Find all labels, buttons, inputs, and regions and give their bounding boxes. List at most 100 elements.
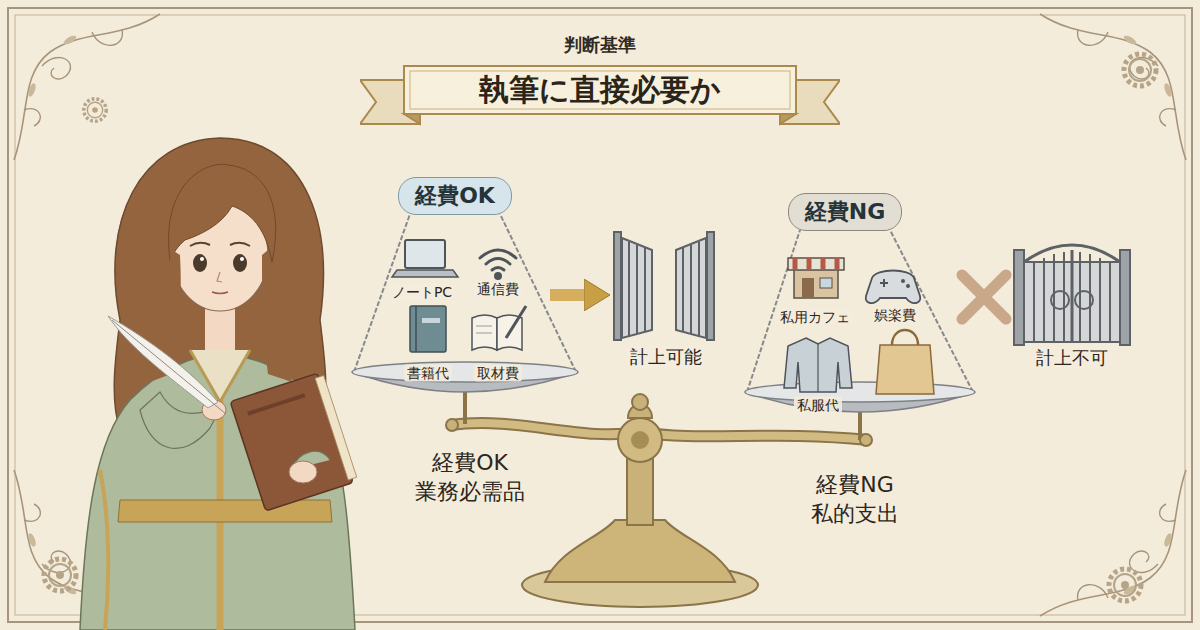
- game-controller-icon: [866, 271, 921, 304]
- category-caption: 経費OK 業務必需品: [390, 449, 550, 506]
- game-controller-icon: [880, 279, 888, 287]
- closed-gate: [1120, 250, 1130, 345]
- wifi-icon: [480, 250, 516, 258]
- wifi-icon: [480, 250, 516, 279]
- balance-scale: [545, 520, 735, 582]
- ornate-frame: [44, 559, 76, 591]
- laptop-icon: [405, 240, 445, 268]
- title-banner: 執筆に直接必要か: [360, 64, 840, 126]
- open-gate: [614, 232, 621, 340]
- girl-figure: [80, 138, 358, 630]
- cross-mark: [962, 275, 1006, 319]
- gate-node: 計上可能: [610, 225, 722, 375]
- cafe-icon: [802, 278, 814, 298]
- girl-figure: [118, 500, 332, 522]
- girl-figure: [262, 250, 292, 382]
- jacket-icon: [817, 344, 818, 392]
- cafe-icon: [820, 278, 832, 288]
- item-label: 計上可能: [627, 346, 705, 368]
- balance-scale: [463, 388, 467, 424]
- girl-figure: [289, 461, 317, 483]
- scale-pan: [352, 362, 578, 382]
- wifi-icon: [496, 274, 501, 279]
- cafe-icon: [795, 258, 837, 270]
- girl-figure: [169, 164, 276, 262]
- closed-gate: [1051, 291, 1069, 309]
- cafe-icon: [788, 258, 844, 298]
- girl-figure: [212, 292, 228, 294]
- ribbon-shape: [780, 114, 796, 124]
- girl-figure: [190, 243, 210, 246]
- girl-figure: [247, 393, 305, 415]
- ornate-frame: [84, 99, 106, 121]
- notebook-icon: [472, 315, 497, 350]
- open-gate: [622, 238, 652, 338]
- girl-figure: [230, 372, 358, 511]
- balance-scale: [860, 434, 872, 446]
- open-gate: [629, 242, 645, 336]
- book-icon: [415, 306, 417, 352]
- laptop-icon: [392, 270, 458, 277]
- open-gate: [683, 242, 699, 336]
- open-gate: [707, 232, 714, 340]
- ornate-frame: [1040, 14, 1186, 160]
- game-controller-icon: [866, 271, 921, 304]
- balance-scale: [446, 419, 458, 431]
- laptop-icon: [392, 240, 458, 277]
- item-label: 計上不可: [1033, 347, 1111, 369]
- shopping-bag-icon: [876, 330, 934, 394]
- item-label: 書籍代: [404, 365, 452, 382]
- girl-figure: [230, 373, 353, 511]
- flow-arrow: [550, 289, 596, 301]
- ribbon-shape: [404, 114, 420, 124]
- open-gate: [614, 232, 714, 340]
- item-label: ノートPC: [389, 284, 455, 301]
- diagram-title: 判断基準: [0, 33, 1200, 57]
- item-label: 通信費: [474, 281, 522, 298]
- girl-figure: [315, 375, 357, 480]
- balance-scale: [631, 431, 649, 449]
- shopping-bag-icon: [892, 330, 918, 345]
- girl-figure: [200, 257, 204, 261]
- item-label: 娯楽費: [871, 307, 919, 324]
- ornate-frame: [1040, 470, 1186, 616]
- ornate-frame: [1109, 569, 1141, 601]
- ornate-frame: [14, 14, 160, 160]
- cafe-icon: [788, 258, 844, 270]
- item-label: 取材費: [474, 365, 522, 382]
- closed-gate: [1014, 250, 1024, 345]
- wifi-icon: [492, 268, 504, 271]
- category-pill: 経費OK: [398, 177, 512, 215]
- node-text: 経費NG: [805, 197, 885, 227]
- game-controller-icon: [901, 279, 905, 283]
- category-pill: 経費NG: [788, 193, 902, 231]
- jacket-icon: [784, 338, 852, 392]
- notebook-icon: [506, 306, 526, 338]
- notebook-icon: [472, 306, 526, 350]
- jacket-icon: [784, 338, 852, 392]
- girl-figure: [217, 272, 222, 282]
- closed-gate: [1075, 291, 1093, 309]
- cafe-icon: [794, 268, 838, 298]
- balance-scale: [618, 418, 662, 462]
- closed-gate: [1071, 250, 1074, 342]
- cross-mark: [962, 275, 1006, 319]
- closed-gate: [1014, 245, 1130, 345]
- balance-scale: [632, 394, 648, 410]
- scale-pan: [745, 382, 975, 402]
- category-caption: 経費NG 私的支出: [775, 471, 935, 528]
- game-controller-icon: [906, 284, 910, 288]
- book-icon: [422, 318, 440, 323]
- book-icon: [410, 306, 446, 352]
- scale-pan-items: 私用カフェ娯楽費私服代: [760, 240, 970, 420]
- girl-figure: [240, 257, 244, 261]
- node-text: 執筆に直接必要か: [479, 66, 721, 114]
- wifi-icon: [486, 259, 510, 265]
- item-label: 私用カフェ: [777, 309, 853, 326]
- book-icon: [410, 306, 446, 352]
- girl-figure: [112, 320, 226, 414]
- girl-figure: [100, 470, 108, 630]
